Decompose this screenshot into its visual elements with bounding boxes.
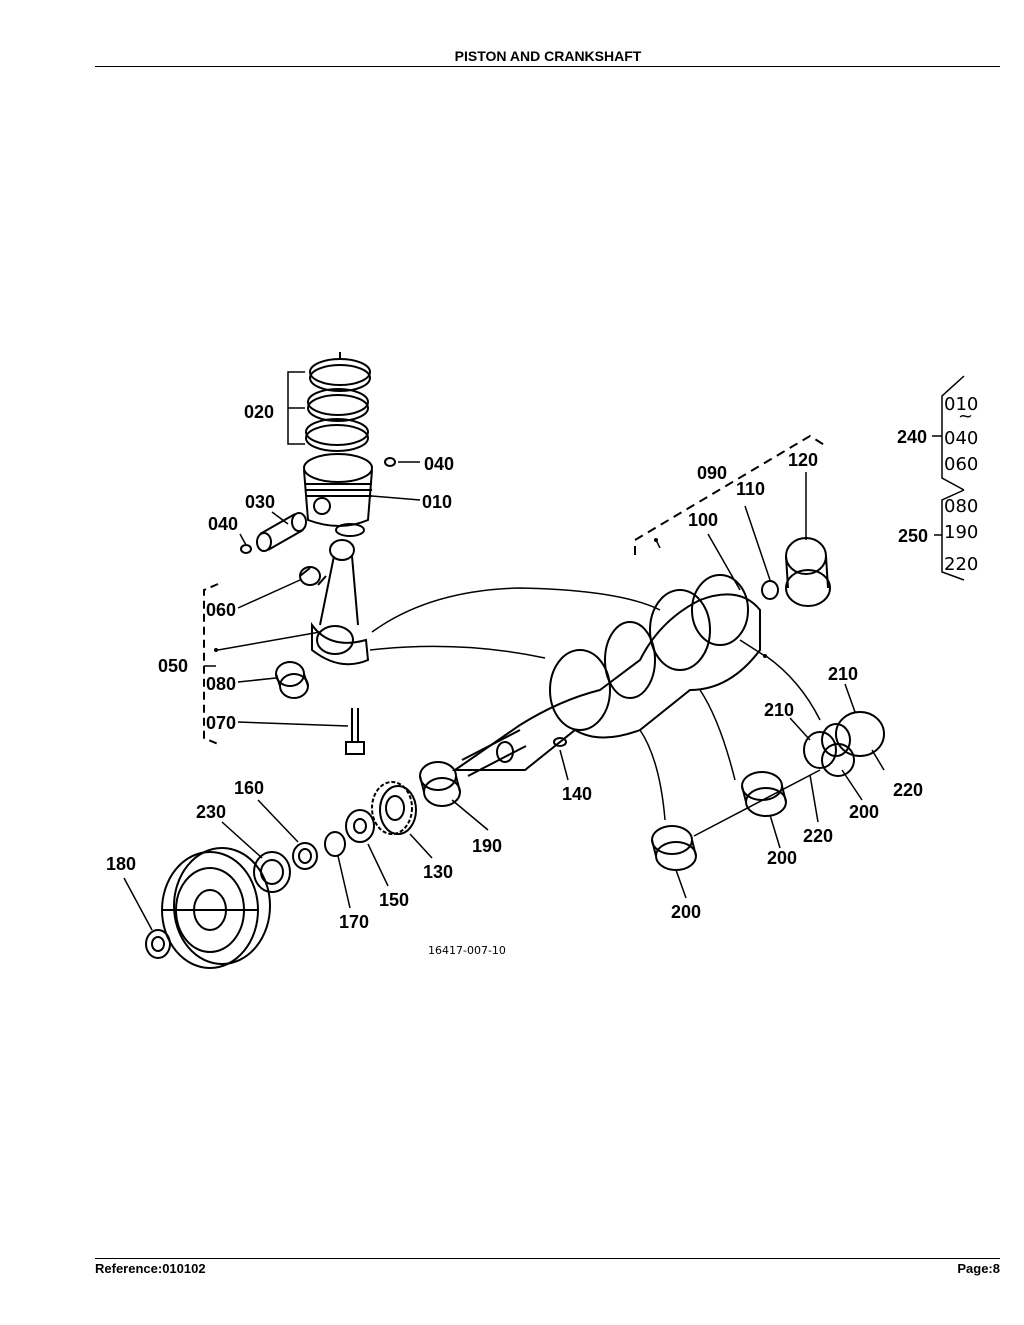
legend-240-item-1: 010 <box>944 394 978 415</box>
label-250: 250 <box>898 526 928 546</box>
label-040-top: 040 <box>424 454 454 474</box>
label-240: 240 <box>897 427 927 447</box>
label-020: 020 <box>244 402 274 422</box>
leader-lines <box>123 435 942 931</box>
legend-240-item-2: 040 <box>944 428 978 449</box>
legend-250-item-2: 190 <box>944 522 978 543</box>
legend-250-item-1: 080 <box>944 496 978 517</box>
label-210-right: 210 <box>828 664 858 684</box>
label-040-left: 040 <box>208 514 238 534</box>
label-080: 080 <box>206 674 236 694</box>
piston-rings-drawing <box>305 352 371 452</box>
bearing-120-drawing <box>785 537 831 607</box>
label-070: 070 <box>206 713 236 733</box>
reference-number: Reference:010102 <box>95 1261 206 1276</box>
bearing-080-drawing <box>275 661 309 699</box>
collar-160-drawing <box>292 842 318 870</box>
label-220-right: 220 <box>893 780 923 800</box>
washer-150-drawing <box>345 809 375 843</box>
rod-bolt-drawing <box>345 708 365 755</box>
legend-braces <box>941 375 965 581</box>
pulley-nut-drawing <box>145 929 171 959</box>
label-010: 010 <box>422 492 452 512</box>
connecting-rod-drawing <box>299 539 370 666</box>
label-030: 030 <box>245 492 275 512</box>
circlip-drawing <box>384 457 396 467</box>
label-140: 140 <box>562 784 592 804</box>
label-210-left: 210 <box>764 700 794 720</box>
label-090: 090 <box>697 463 727 483</box>
label-190: 190 <box>472 836 502 856</box>
piston-pin-drawing <box>256 512 307 552</box>
label-230: 230 <box>196 802 226 822</box>
label-200-bottom: 200 <box>671 902 701 922</box>
label-130: 130 <box>423 862 453 882</box>
legend-250-item-3: 220 <box>944 554 978 575</box>
svg-text:~: ~ <box>958 406 973 427</box>
label-200-middle: 200 <box>767 848 797 868</box>
legend-240-item-3: 060 <box>944 454 978 475</box>
label-110: 110 <box>736 479 765 499</box>
drawing-code: 16417-007-10 <box>428 944 506 957</box>
label-120: 120 <box>788 450 818 470</box>
o-ring-170-drawing <box>324 831 346 857</box>
page-number: Page:8 <box>957 1261 1000 1276</box>
header-rule <box>95 66 1000 67</box>
reference-dots <box>214 538 767 658</box>
oil-seal-drawing <box>253 851 291 893</box>
footer-rule <box>95 1258 1000 1259</box>
label-180: 180 <box>106 854 136 874</box>
bearing-110-drawing <box>761 580 779 600</box>
label-170: 170 <box>339 912 369 932</box>
bushing-190-drawing <box>419 761 461 807</box>
bracket-050 <box>203 583 219 745</box>
main-bearing-drawing <box>651 723 855 871</box>
label-060: 060 <box>206 600 236 620</box>
crank-gear-drawing <box>371 781 417 835</box>
label-220-middle: 220 <box>803 826 833 846</box>
piston-drawing <box>303 453 373 537</box>
page-title: PISTON AND CRANKSHAFT <box>454 48 642 64</box>
label-100: 100 <box>688 510 718 530</box>
label-050: 050 <box>158 656 188 676</box>
label-150: 150 <box>379 890 409 910</box>
thrust-washer-drawing <box>835 711 885 757</box>
label-200-right: 200 <box>849 802 879 822</box>
key-drawing <box>553 737 567 747</box>
crank-pulley-drawing <box>161 847 271 969</box>
label-160: 160 <box>234 778 264 798</box>
crankshaft-drawing <box>451 574 761 777</box>
